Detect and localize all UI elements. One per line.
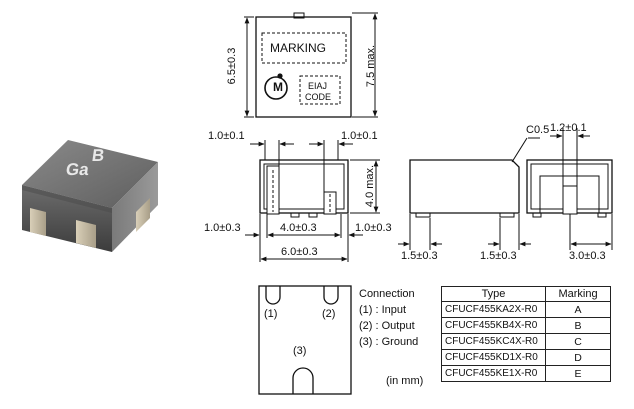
connection-title: Connection	[359, 288, 415, 300]
table-row: CFUCF455KE1X-R0 E	[441, 365, 611, 382]
photo-marking-1: B	[90, 146, 106, 165]
end-view	[526, 128, 613, 250]
dim-end-width: 3.0±0.3	[569, 250, 606, 262]
unit-label: (in mm)	[386, 375, 424, 387]
dim-center: 4.0±0.3	[280, 222, 317, 234]
dim-pin-width: 1.2±0.1	[550, 122, 587, 134]
photo-marking-2: Ga	[64, 160, 91, 179]
dim-width: 6.0±0.3	[281, 246, 318, 258]
pin-2-label: (2)	[322, 308, 336, 320]
dim-right-edge: 1.0±0.3	[355, 222, 392, 234]
dim-top-max: 7.5 max.	[365, 44, 377, 88]
table-row: CFUCF455KA2X-R0 A	[441, 301, 611, 318]
logo-letter: M	[273, 80, 283, 94]
pin-1-label: (1)	[264, 308, 278, 320]
header-marking: Marking	[545, 286, 611, 302]
dim-left-pad: 1.0±0.1	[208, 130, 245, 142]
dim-right-pad: 1.0±0.1	[341, 130, 378, 142]
type-cell: CFUCF455KB4X-R0	[441, 317, 546, 334]
table-row: CFUCF455KB4X-R0 B	[441, 317, 611, 334]
marking-table-header: Type Marking	[441, 286, 611, 302]
type-cell: CFUCF455KE1X-R0	[441, 365, 546, 382]
code-label: CODE	[305, 92, 332, 102]
header-type: Type	[441, 286, 546, 302]
marking-cell: E	[545, 365, 611, 382]
table-row: CFUCF455KD1X-R0 D	[441, 349, 611, 366]
pad-view	[258, 285, 352, 395]
pin-3-label: (3)	[293, 345, 307, 357]
type-cell: CFUCF455KA2X-R0	[441, 301, 546, 318]
type-cell: CFUCF455KC4X-R0	[441, 333, 546, 350]
connection-item-input: (1) : Input	[359, 304, 407, 316]
eiaj-label: EIAJ	[308, 81, 328, 91]
side-view	[398, 137, 540, 250]
marking-cell: B	[545, 317, 611, 334]
dim-front-height: 4.0 max.	[364, 164, 376, 208]
marking-cell: A	[545, 301, 611, 318]
top-view	[244, 12, 378, 118]
connection-item-ground: (3) : Ground	[359, 336, 419, 348]
dim-side-right: 1.5±0.3	[480, 250, 517, 262]
marking-cell: C	[545, 333, 611, 350]
table-row: CFUCF455KC4X-R0 C	[441, 333, 611, 350]
component-photo	[22, 140, 158, 252]
chamfer-label: C0.5	[526, 124, 550, 136]
type-cell: CFUCF455KD1X-R0	[441, 349, 546, 366]
dim-left-edge: 1.0±0.3	[204, 222, 241, 234]
dim-side-left: 1.5±0.3	[401, 250, 438, 262]
dim-top-height: 6.5±0.3	[226, 47, 238, 85]
marking-label: MARKING	[270, 41, 327, 55]
marking-cell: D	[545, 349, 611, 366]
connection-item-output: (2) : Output	[359, 320, 415, 332]
front-view	[245, 140, 380, 262]
marking-table: Type Marking CFUCF455KA2X-R0 A CFUCF455K…	[441, 286, 611, 382]
